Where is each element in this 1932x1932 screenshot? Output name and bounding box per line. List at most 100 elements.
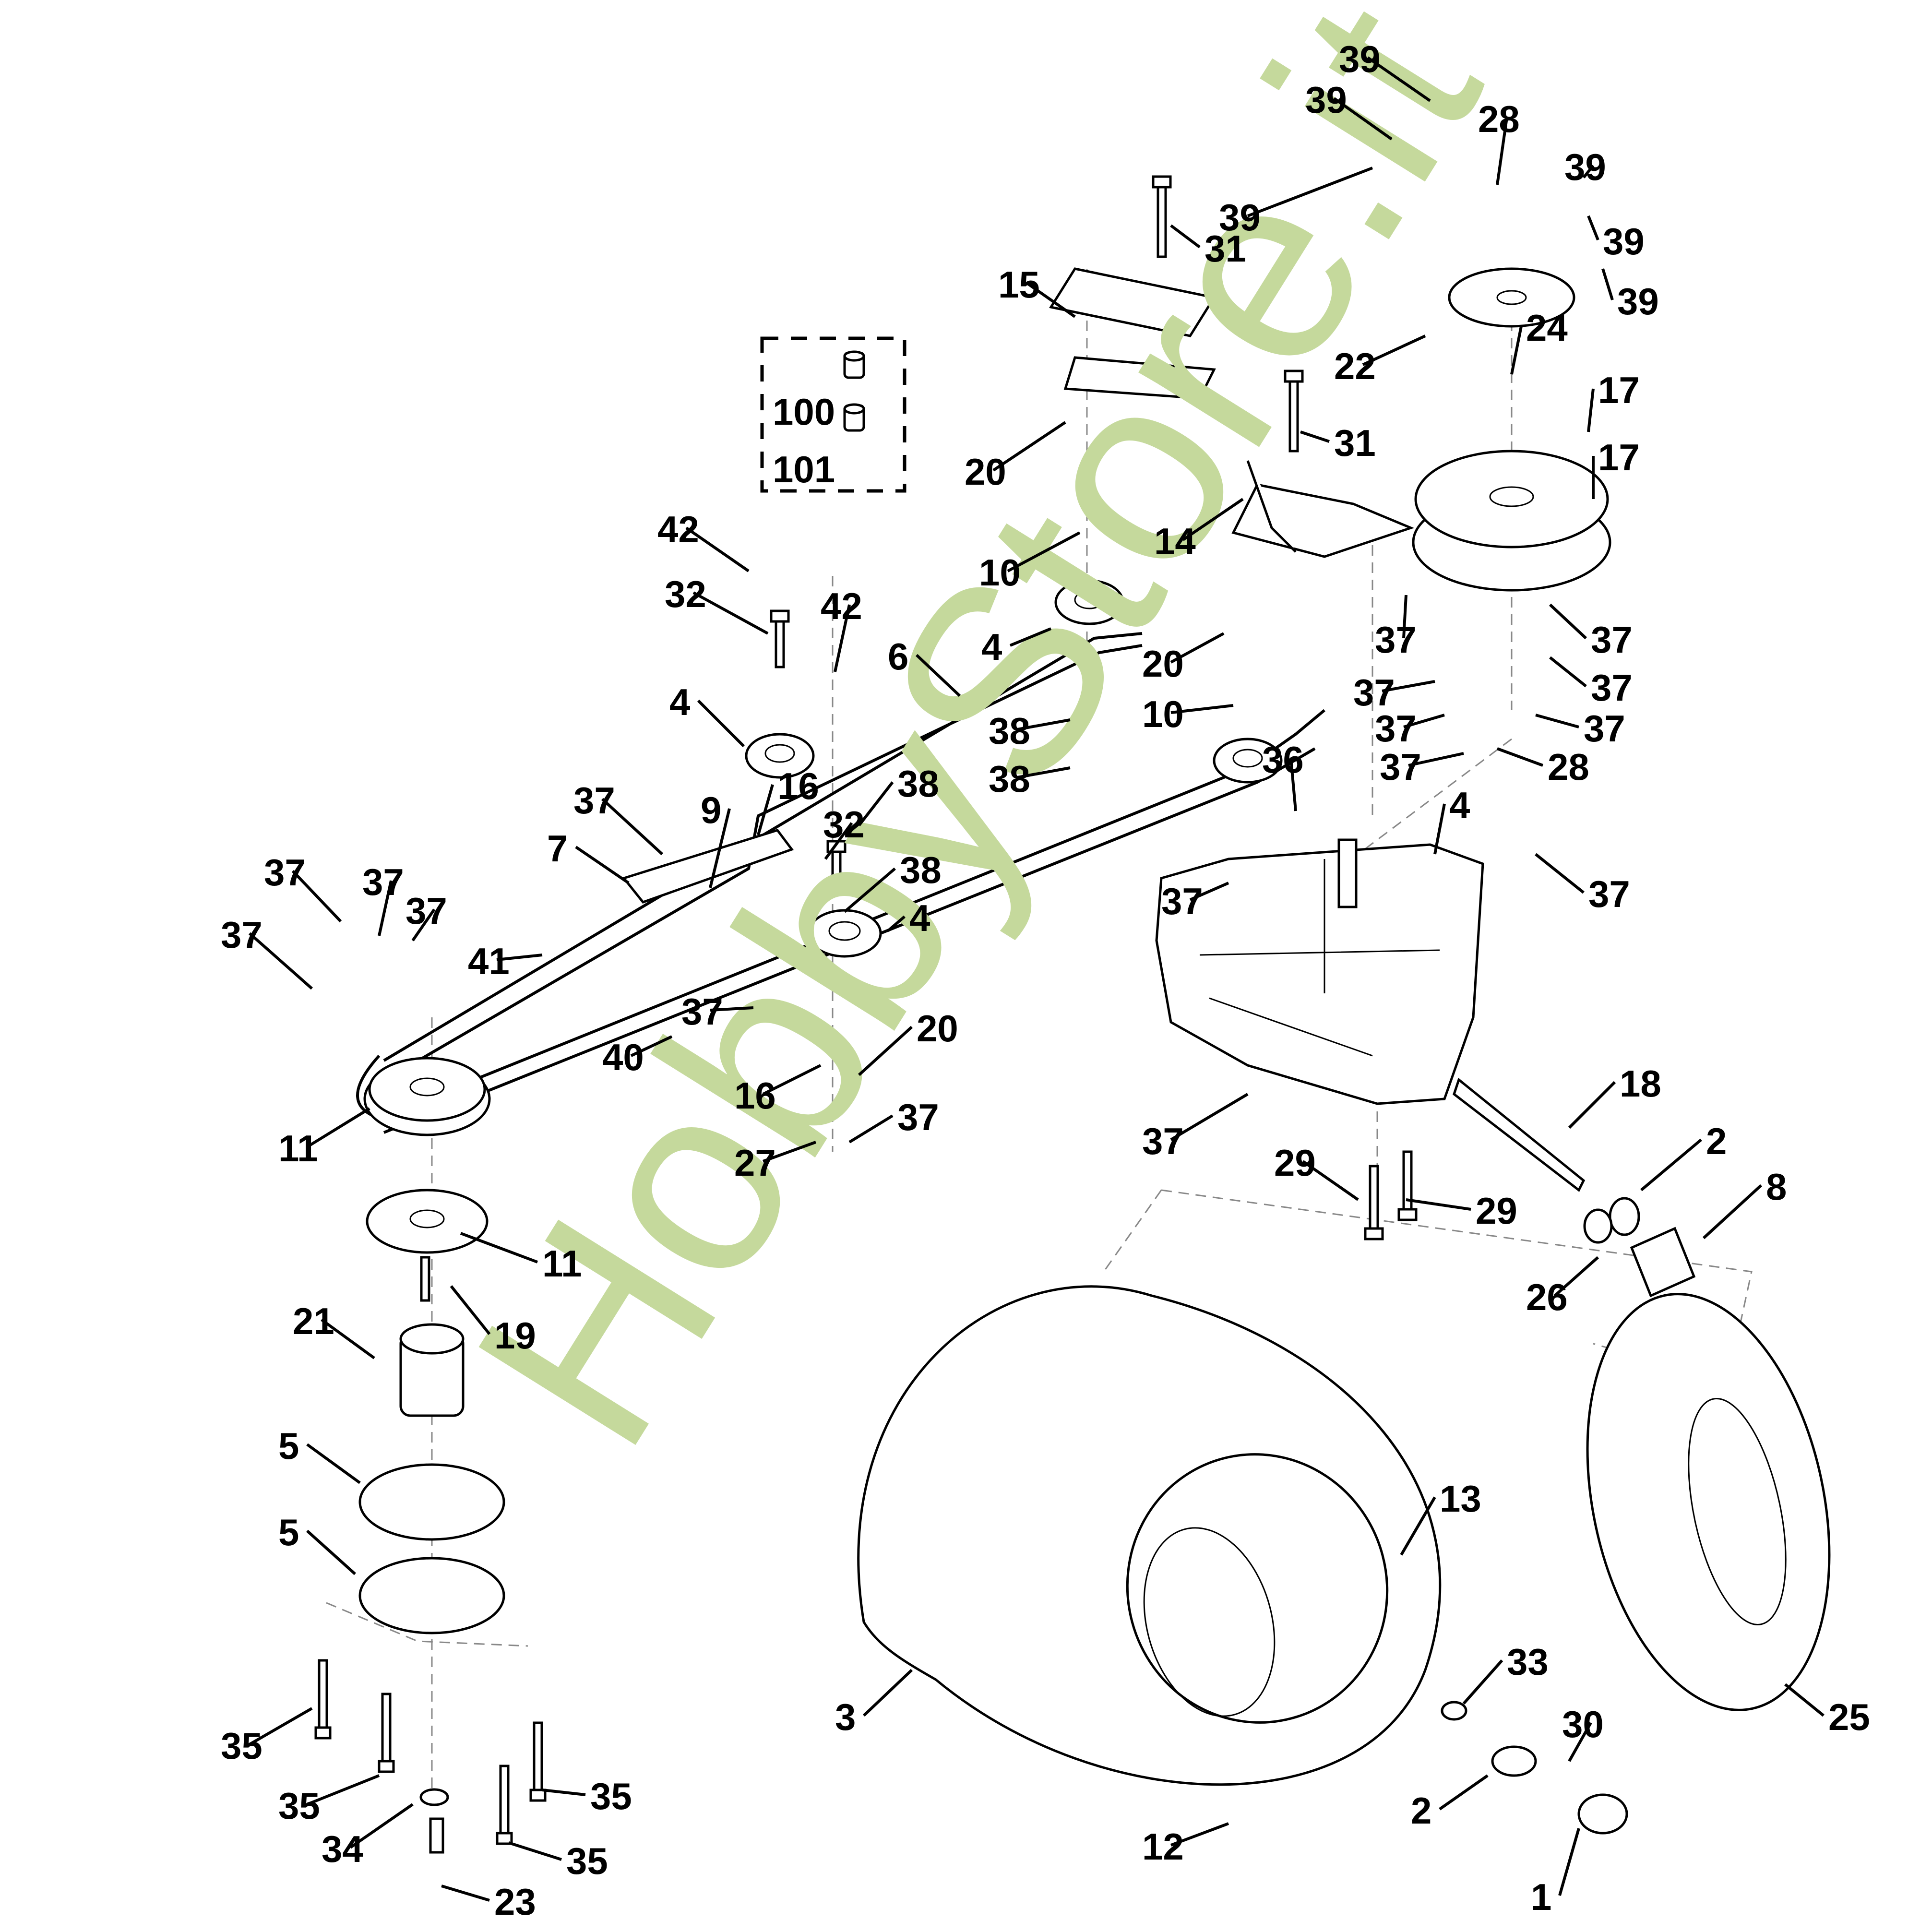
callout-leader: [1170, 632, 1225, 664]
callout-leader: [411, 908, 436, 942]
callout-leader: [1403, 714, 1445, 728]
callout-leader: [249, 1707, 313, 1746]
belt-guide-15: [1049, 267, 1216, 400]
callout-leader: [1702, 1184, 1763, 1240]
callout-label-24: 24: [1526, 307, 1568, 349]
callout-leader: [848, 1114, 894, 1144]
callout-leader: [1182, 498, 1244, 541]
callout-leader: [1170, 224, 1201, 249]
callout-label-17: 17: [1598, 369, 1640, 411]
callout-label-27: 27: [734, 1142, 776, 1184]
callout-leader: [1362, 334, 1426, 366]
callout-label-37: 37: [1591, 667, 1633, 709]
callout-leader: [1408, 752, 1464, 767]
callout-leader: [1535, 853, 1585, 894]
callout-label-2: 2: [1706, 1120, 1727, 1162]
callout-leader: [1558, 1828, 1580, 1896]
callout-label-31: 31: [1334, 422, 1376, 464]
callout-label-1: 1: [1531, 1876, 1551, 1918]
callout-label-37: 37: [405, 890, 447, 932]
callout-leader: [1549, 603, 1587, 640]
idler-pulley-left: [745, 733, 815, 779]
callout-leader: [1535, 714, 1579, 728]
callout-leader: [1402, 595, 1407, 639]
callout-leader: [710, 1006, 754, 1012]
callout-leader: [1439, 1774, 1489, 1811]
callout-label-6: 6: [888, 635, 908, 678]
callout-label-34: 34: [322, 1828, 363, 1870]
callout-leader: [1587, 215, 1599, 241]
callout-leader: [496, 954, 543, 961]
callout-label-38: 38: [989, 710, 1030, 752]
callout-leader: [1400, 1496, 1436, 1556]
callout-leader: [1568, 1081, 1616, 1129]
callout-leader: [1289, 758, 1297, 811]
transaxle: [1155, 838, 1586, 1192]
callout-label-31: 31: [1205, 227, 1246, 270]
callout-label-37: 37: [1375, 619, 1417, 661]
callout-label-23: 23: [494, 1881, 536, 1923]
callout-label-36: 36: [1262, 739, 1304, 781]
callout-leader: [709, 808, 731, 888]
callout-label-20: 20: [1142, 643, 1184, 685]
callout-leader: [862, 1669, 913, 1717]
callout-label-100: 100: [773, 391, 835, 433]
rim: [1126, 1453, 1389, 1724]
callout-label-39: 39: [1617, 280, 1659, 322]
callout-leader: [630, 1035, 673, 1057]
callout-label-9: 9: [701, 789, 721, 831]
callout-leader: [1784, 1683, 1825, 1717]
callout-leader: [844, 867, 896, 913]
callout-leader: [1367, 56, 1431, 102]
callout-leader: [378, 880, 393, 936]
callout-label-5: 5: [278, 1425, 299, 1467]
callout-leader: [1189, 882, 1229, 901]
callout-leader: [460, 1232, 538, 1264]
callout-label-33: 33: [1507, 1641, 1549, 1683]
callout-label-37: 37: [1161, 880, 1203, 922]
callout-leader: [762, 1141, 817, 1163]
callout-leader: [1026, 282, 1076, 318]
callout-leader: [834, 604, 851, 672]
callout-label-101: 101: [773, 448, 835, 490]
transmission-pulley: [1412, 267, 1611, 592]
callout-leader: [321, 1318, 375, 1360]
callout-label-13: 13: [1440, 1478, 1481, 1520]
callout-leader: [1017, 766, 1071, 779]
idler-pulley-right: [1213, 738, 1283, 784]
callout-label-37: 37: [1142, 1120, 1184, 1162]
callout-label-5: 5: [278, 1511, 299, 1553]
callout-label-16: 16: [777, 765, 819, 807]
callout-leader: [887, 915, 906, 932]
callout-label-12: 12: [1142, 1825, 1184, 1868]
callout-label-39: 39: [1219, 196, 1261, 239]
callout-label-10: 10: [1142, 693, 1184, 735]
callout-label-4: 4: [981, 626, 1002, 668]
callout-label-11: 11: [278, 1127, 318, 1169]
inner-tube: [1586, 1293, 1831, 1711]
callout-leader: [1406, 1198, 1471, 1211]
callout-label-39: 39: [1603, 220, 1645, 262]
callout-label-37: 37: [1584, 707, 1625, 750]
callout-leader: [249, 932, 313, 990]
callout-leader: [1170, 1093, 1249, 1141]
engine-pulley: [363, 1057, 491, 1254]
callout-label-37: 37: [897, 1096, 939, 1138]
callout-leader: [1549, 656, 1587, 688]
callout-leader: [685, 526, 750, 572]
callout-leader: [306, 1443, 361, 1484]
callout-label-16: 16: [734, 1074, 776, 1117]
callout-label-38: 38: [897, 763, 939, 805]
callout-leader: [508, 1841, 562, 1861]
callout-leader: [915, 654, 961, 697]
callout-label-37: 37: [264, 851, 306, 894]
callout-label-39: 39: [1305, 79, 1347, 121]
callout-label-19: 19: [494, 1314, 536, 1357]
callout-leader: [1568, 1722, 1592, 1762]
callout-label-4: 4: [909, 897, 930, 939]
callout-leader: [1582, 165, 1595, 179]
hub-cap: [1441, 1701, 1628, 1835]
callout-leader: [824, 822, 853, 860]
callout-leader: [349, 1803, 414, 1849]
